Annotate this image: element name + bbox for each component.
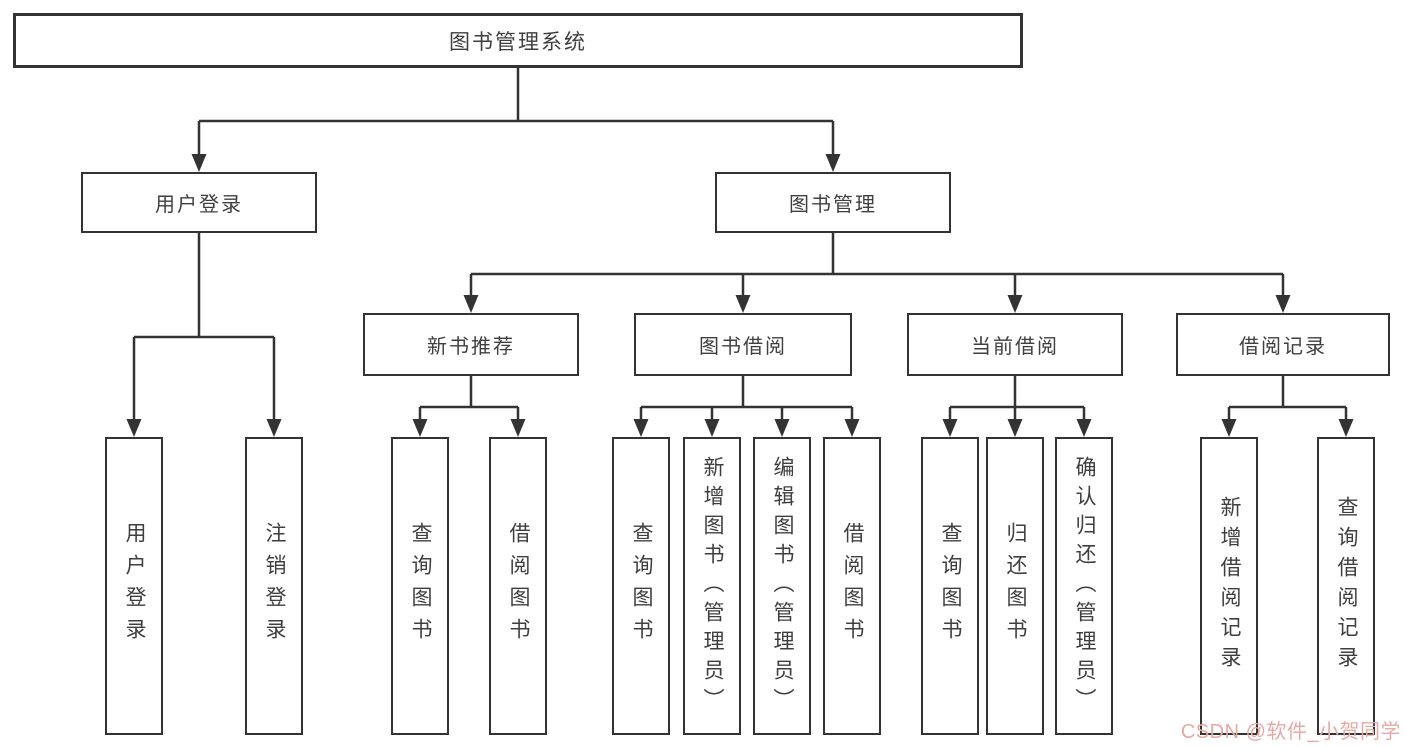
leaf-add-books-admin: 新增图书（管理员） (683, 437, 741, 735)
leaf-logout: 注销登录 (245, 437, 303, 735)
node-new-book-recommend: 新书推荐 (363, 313, 579, 376)
leaf-query-books-recommend: 查询图书 (391, 437, 449, 735)
leaf-edit-books-admin: 编辑图书（管理员） (753, 437, 811, 735)
leaf-query-borrow-record: 查询借阅记录 (1317, 437, 1375, 735)
leaf-query-books-current: 查询图书 (921, 437, 979, 735)
node-current-borrow: 当前借阅 (907, 313, 1123, 376)
leaf-borrow-books-recommend: 借阅图书 (489, 437, 547, 735)
node-book-borrow: 图书借阅 (634, 313, 852, 376)
leaf-add-borrow-record: 新增借阅记录 (1200, 437, 1258, 735)
leaf-confirm-return-admin: 确认归还（管理员） (1055, 437, 1113, 735)
leaf-query-books-borrow: 查询图书 (612, 437, 670, 735)
node-book-management: 图书管理 (715, 172, 951, 233)
leaf-return-books: 归还图书 (986, 437, 1044, 735)
node-user-login: 用户登录 (81, 172, 317, 233)
node-library-system: 图书管理系统 (13, 13, 1023, 68)
leaf-borrow-books: 借阅图书 (823, 437, 881, 735)
node-borrow-records: 借阅记录 (1176, 313, 1390, 376)
leaf-user-login: 用户登录 (105, 437, 163, 735)
